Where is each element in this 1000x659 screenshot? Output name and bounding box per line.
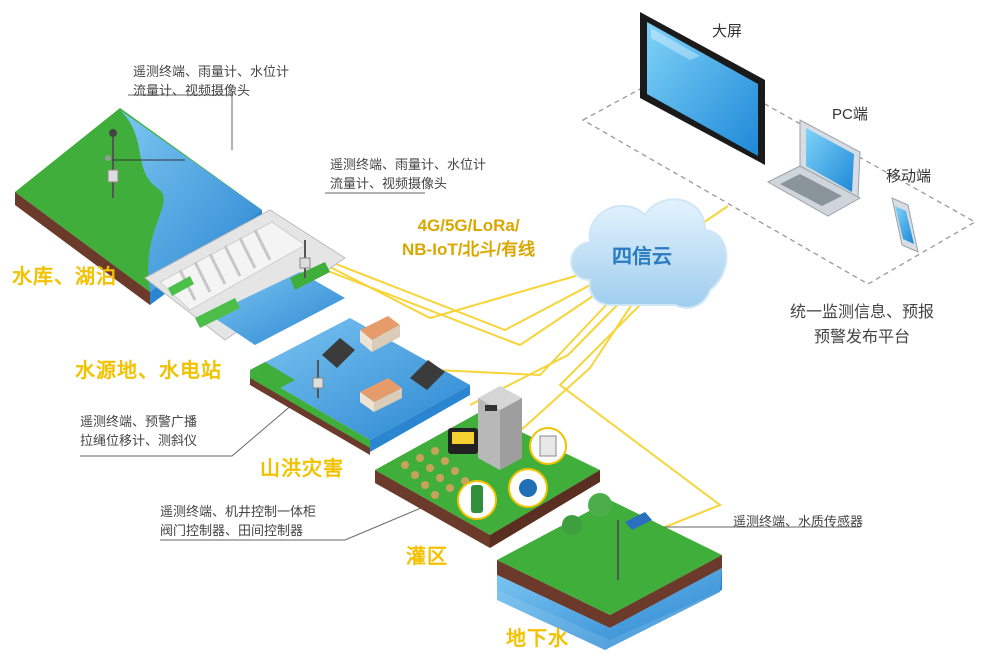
platform-label: 统一监测信息、预报 预警发布平台 xyxy=(790,304,935,346)
solar-panel-icon xyxy=(322,338,355,368)
scene-irrigation-label: 灌区 xyxy=(406,546,448,568)
scene-reservoir-label: 水库、湖泊 xyxy=(12,266,117,288)
scene-hydro-label: 水源地、水电站 xyxy=(75,360,222,382)
cloud-label: 四信云 xyxy=(612,246,672,268)
hydro-devices-label: 遥测终端、雨量计、水位计 流量计、视频摄像头 xyxy=(330,157,487,191)
hydro-block xyxy=(144,209,346,345)
scene-groundwater-label: 地下水 xyxy=(506,628,569,650)
mobile-phone-icon xyxy=(891,197,919,253)
irrigation-devices-label: 遥测终端、机井控制一体柜 阀门控制器、田间控制器 xyxy=(160,504,317,538)
solar-panel-icon xyxy=(410,360,445,390)
house-icon xyxy=(360,316,400,352)
groundwater-block xyxy=(497,493,722,650)
big-screen-label: 大屏 xyxy=(712,23,743,40)
flood-devices-label: 遥测终端、预警广播 拉绳位移计、测斜仪 xyxy=(80,414,198,448)
mobile-label: 移动端 xyxy=(886,168,932,185)
pc-label: PC端 xyxy=(832,106,868,123)
irrigation-block xyxy=(375,386,600,548)
house-icon xyxy=(360,378,402,412)
cloud-icon xyxy=(570,198,728,309)
network-protocols-label: 4G/5G/LoRa/ NB-IoT/北斗/有线 xyxy=(402,216,536,259)
pc-laptop-icon xyxy=(766,119,862,217)
groundwater-devices-label: 遥测终端、水质传感器 xyxy=(733,514,864,529)
flood-block xyxy=(250,316,470,455)
control-cabinet-icon xyxy=(478,386,522,470)
tree-icon xyxy=(588,493,612,517)
solar-panel-icon xyxy=(625,512,652,530)
reservoir-devices-label: 遥测终端、雨量计、水位计 流量计、视频摄像头 xyxy=(133,64,290,98)
scene-flood-label: 山洪灾害 xyxy=(260,458,344,480)
big-screen-icon xyxy=(640,12,765,165)
tree-icon xyxy=(562,515,582,535)
